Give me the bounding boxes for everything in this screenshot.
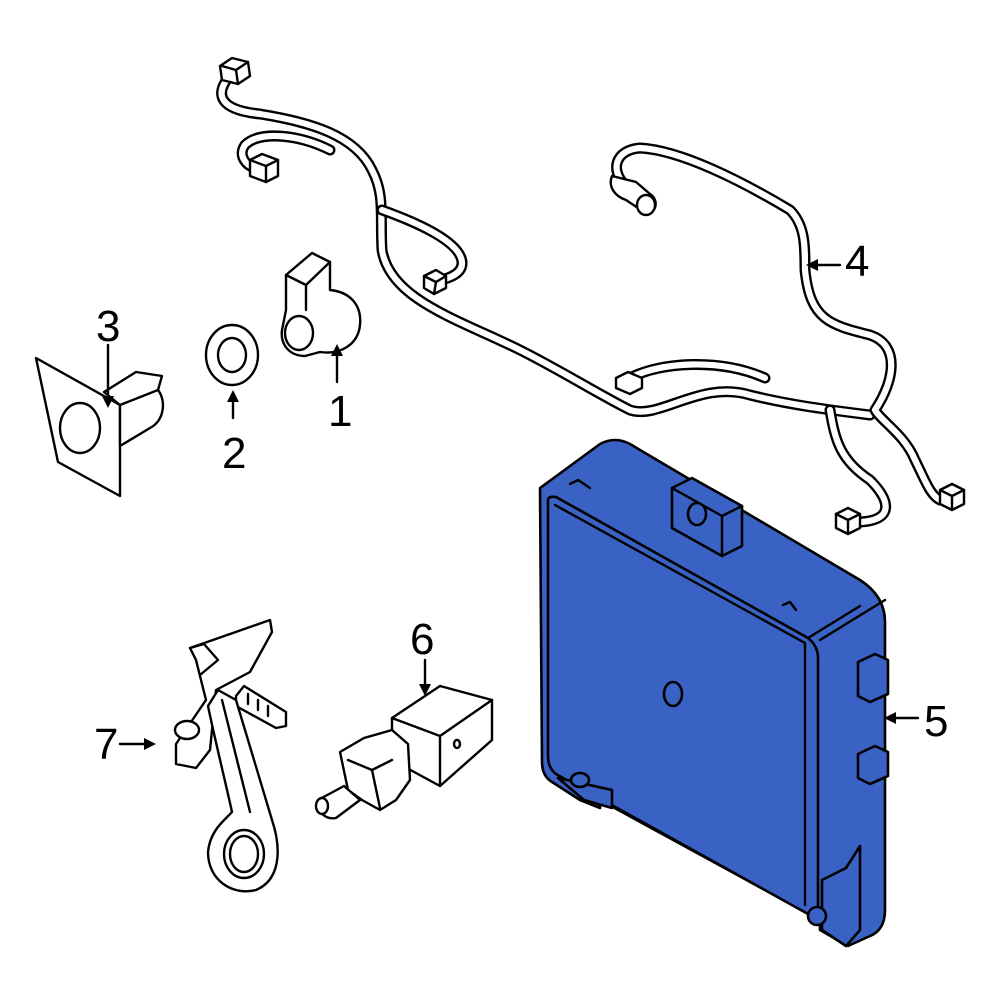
callout-1: 1 (328, 387, 353, 436)
harness-connector-icon (248, 152, 280, 184)
harness-connector-icon (422, 268, 448, 296)
callout-3: 3 (96, 302, 121, 351)
harness-connector-icon (609, 174, 657, 217)
callout-5: 5 (924, 697, 949, 746)
callout-4: 4 (845, 237, 870, 286)
callout-2: 2 (222, 429, 247, 478)
pedal-bracket[interactable] (173, 618, 288, 893)
callout-6: 6 (410, 615, 435, 664)
callout-7: 7 (94, 720, 119, 769)
harness-connector-icon (938, 482, 966, 512)
sensor-ring-washer[interactable] (204, 323, 260, 387)
harness-connector-icon (614, 370, 644, 396)
wiring-harness[interactable] (216, 56, 966, 536)
harness-connector-icon (218, 56, 252, 86)
control-module[interactable] (538, 438, 890, 948)
sensor-bracket[interactable] (34, 356, 165, 498)
parking-sensor[interactable] (280, 251, 362, 358)
harness-connector-icon (834, 506, 862, 536)
brake-light-switch[interactable] (314, 684, 494, 820)
callout-arrows (102, 259, 920, 750)
